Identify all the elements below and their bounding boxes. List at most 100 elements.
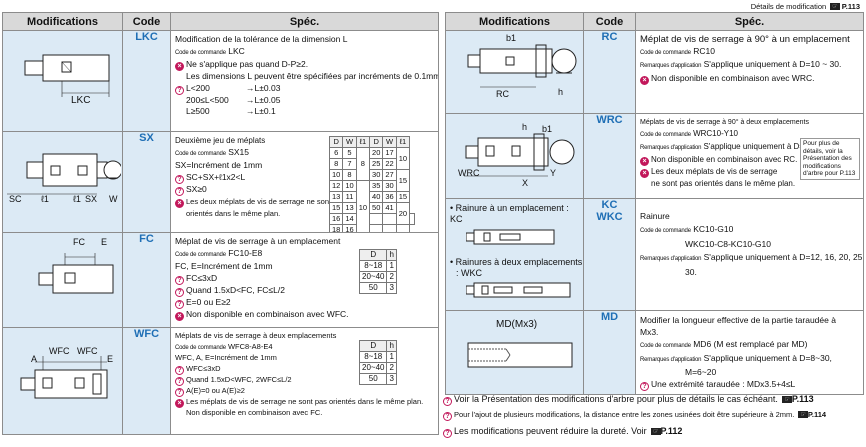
sx-order-value: SX15: [228, 146, 250, 157]
md-note1: S'applique uniquement à D=8~30,: [703, 353, 832, 363]
wrc-order-label: Code de commande: [640, 132, 691, 138]
fc-dim-e: E: [101, 237, 108, 247]
spec-wrc: Méplats de vis de serrage à 90° à deux e…: [635, 113, 864, 199]
table-cell: 20~40: [358, 362, 388, 374]
kc-order-value2: WKC10-C8-KC10-G10: [685, 239, 771, 249]
code-wfc: WFC: [122, 327, 171, 435]
table-cell: 10: [395, 147, 411, 170]
rc-dim-rc: RC: [496, 89, 509, 99]
table-cell: 15: [395, 169, 411, 192]
sx-line1: Deuxième jeu de méplats: [175, 136, 266, 145]
md-line1: Modifier la longueur effective de la par…: [640, 315, 836, 325]
rc-line1: Méplat de vis de serrage à 90° à un empl…: [640, 34, 850, 45]
spec-md: Modifier la longueur effective de la par…: [635, 310, 864, 395]
md-shaft-diagram: [467, 342, 573, 368]
table-cell: [369, 224, 384, 232]
wfc-figure: A WFC WFC E: [2, 327, 123, 435]
table-header: h: [386, 249, 397, 261]
footer-n1-page[interactable]: P.113: [791, 394, 814, 404]
page-ref-icon: ☞: [782, 396, 792, 403]
detail-page: P.113: [841, 2, 860, 11]
sx-dim-w: W: [109, 194, 118, 204]
kc-line1: Rainure: [640, 211, 670, 221]
rc-ng1: Non disponible en combinaison avec WRC.: [651, 72, 815, 83]
fc-line2: FC, E=Incrément de 1mm: [175, 261, 273, 271]
left-modifications-table: Modifications Code Spéc. LKC LKC Modific…: [2, 12, 439, 435]
code-sx: SX: [122, 131, 171, 233]
lkc-t2a: 200≤L<500: [186, 94, 229, 105]
table-cell: 15: [395, 191, 411, 203]
md-order-value: MD6 (M est remplacé par MD): [693, 339, 808, 349]
wfc-line2: WFC, A, E=Incrément de 1mm: [175, 353, 277, 362]
col-code: Code: [583, 12, 636, 31]
rc-note: S'applique uniquement à D=10 ~ 30.: [703, 59, 842, 69]
footer-n3-page[interactable]: P.112: [660, 426, 683, 436]
lkc-order-label: Code de commande: [175, 49, 226, 56]
table-cell: 50: [369, 202, 384, 214]
wrc-shaft-diagram: [464, 133, 575, 177]
table-cell: 1: [386, 351, 397, 363]
table-cell: 2: [386, 271, 397, 283]
table-header: D: [328, 136, 344, 148]
not-available-icon: ×: [175, 398, 184, 408]
condition-icon: ?: [175, 174, 184, 184]
col-code: Code: [122, 12, 171, 31]
wrc-ng2: Les deux méplats de vis de serrage: [651, 167, 778, 176]
condition-icon: ?: [175, 376, 184, 386]
table-cell: 2: [386, 362, 397, 374]
wrc-ng3: ne sont pas orientés dans le même plan.: [651, 179, 796, 188]
table-cell: 17: [382, 147, 397, 159]
table-cell: [395, 224, 411, 232]
rc-figure: b1 RC h: [445, 30, 584, 114]
sx-ng2: orientés dans le même plan.: [186, 208, 281, 218]
table-cell: 13: [328, 191, 344, 203]
rc-shaft-diagram: [467, 44, 577, 88]
wfc-dim-e: E: [107, 354, 114, 364]
lkc-order-value: LKC: [228, 45, 245, 56]
code-lkc: LKC: [122, 30, 171, 132]
table-cell: 25: [369, 158, 384, 170]
table-cell: 27: [382, 169, 397, 181]
condition-icon: ?: [175, 287, 184, 297]
lkc-figure: LKC: [2, 30, 123, 132]
page-ref-icon: ☞: [830, 3, 840, 10]
wrc-note: S'applique uniquement à D=10 ~ 30: [703, 142, 831, 151]
footer-n2-page[interactable]: P.114: [807, 410, 827, 419]
table-header: D: [358, 340, 388, 352]
table-header: h: [386, 340, 397, 352]
table-cell: 15: [328, 202, 344, 214]
rc-order-label: Code de commande: [640, 49, 691, 56]
not-available-icon: ×: [640, 169, 649, 178]
table-cell: 6: [328, 147, 344, 159]
code-fc: FC: [122, 232, 171, 328]
table-cell: 20: [369, 147, 384, 159]
md-c1: Une extrémité taraudée : MDx3.5+4≤L: [651, 379, 796, 389]
kc-figure: • Rainure à un emplacement : KC • Rainur…: [445, 198, 584, 311]
table-cell: 8: [328, 158, 344, 170]
kc-order-value1: KC10-G10: [693, 224, 734, 234]
table-cell: 10: [355, 180, 371, 232]
kc-note2: 30.: [685, 267, 697, 277]
not-available-icon: ×: [640, 75, 649, 85]
sx-c2: SX≥0: [186, 183, 207, 194]
detail-link[interactable]: Détails de modification ☞ P.113: [751, 2, 860, 11]
right-modifications-table: Modifications Code Spéc. b1 RC h RC Mépl…: [445, 12, 864, 395]
table-cell: 8~18: [358, 260, 388, 272]
wrc-side-note: Pour plus de détails, voir la Présentati…: [800, 138, 860, 180]
not-available-icon: ×: [175, 311, 184, 321]
kc-shaft-diagram: [466, 229, 555, 245]
spec-wfc: Méplats de vis de serrage à deux emplace…: [170, 327, 439, 435]
fc-order-label: Code de commande: [175, 251, 226, 258]
wfc-order-value: WFC8-A8-E4: [227, 341, 273, 351]
wkc-shaft-diagram: [466, 282, 571, 298]
table-cell: [409, 213, 416, 225]
lkc-line1: Modification de la tolérance de la dimen…: [175, 34, 348, 44]
fc-order-value: FC10-E8: [228, 247, 263, 258]
condition-icon: ?: [175, 387, 184, 397]
wfc-c2: Quand 1.5xD<WFC, 2WFC≤L/2: [186, 374, 292, 384]
footer-note-2: ?Pour l'ajout de plusieurs modifications…: [443, 410, 826, 421]
table-cell: 8: [355, 147, 371, 181]
wrc-dim-wrc: WRC: [458, 168, 480, 178]
wfc-c3: A(E)=0 ou A(E)≥2: [186, 385, 245, 395]
table-cell: [382, 224, 397, 232]
